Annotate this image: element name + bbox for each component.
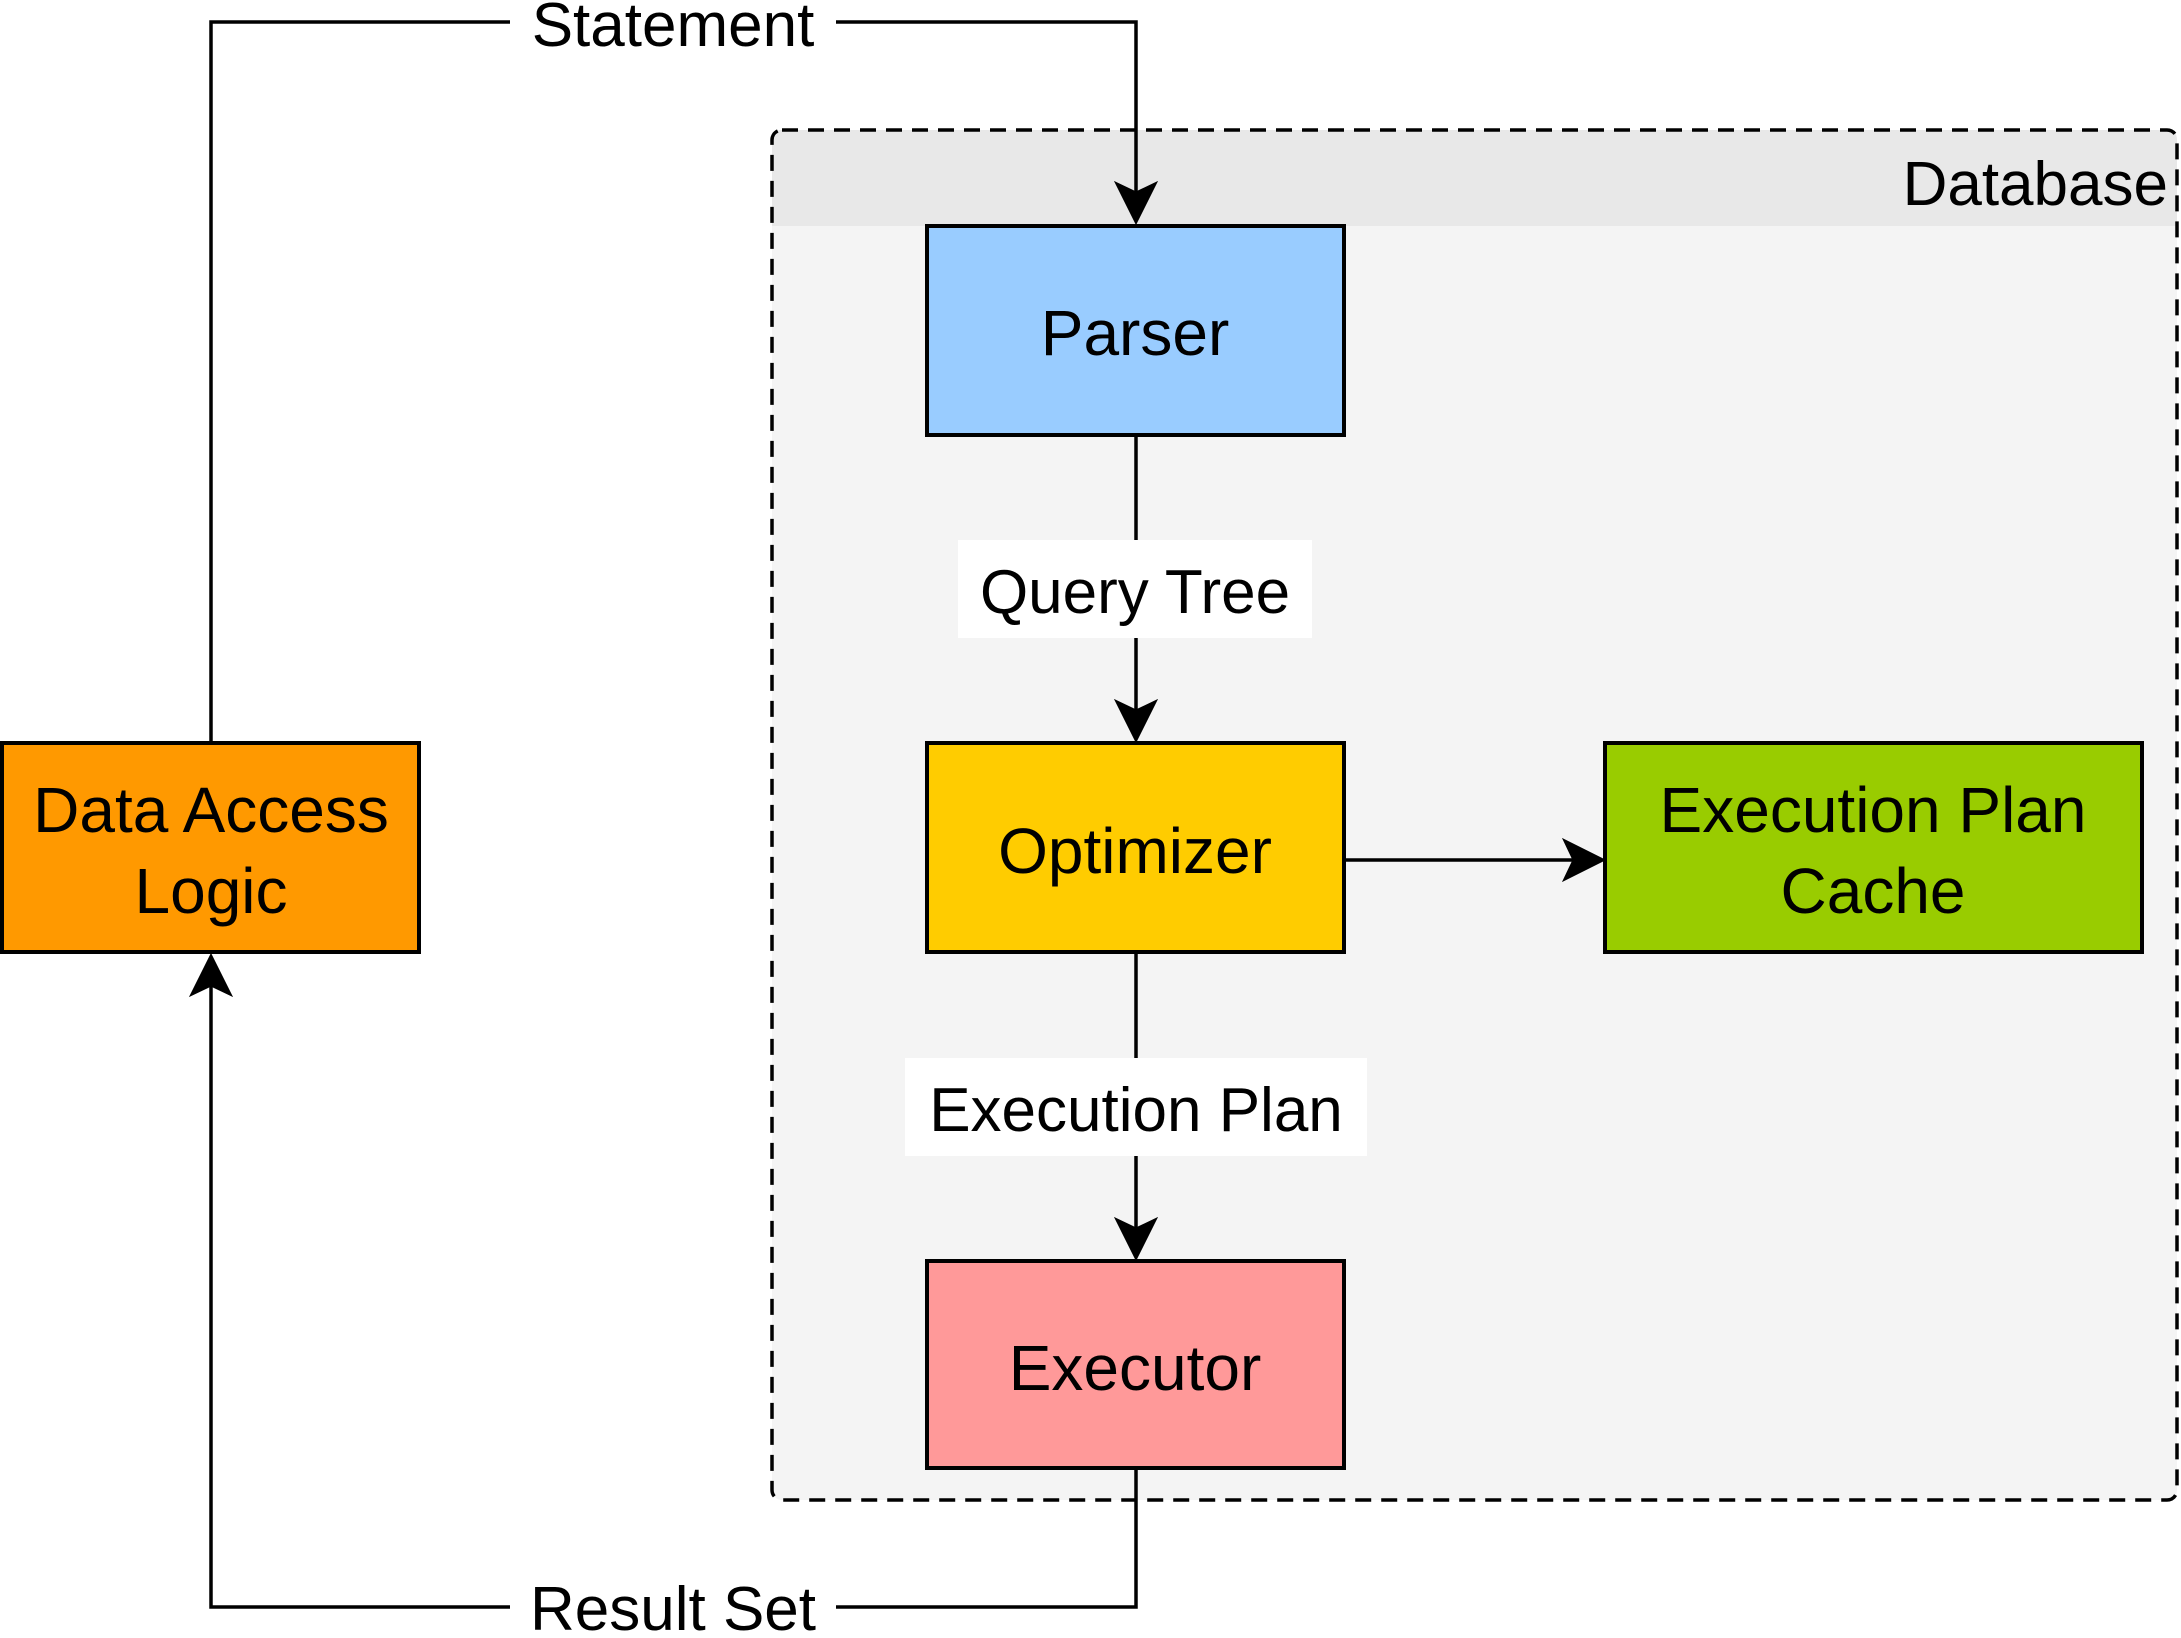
node-execution-plan-cache: Execution Plan Cache [1603, 741, 2144, 954]
node-data-access-logic-box [0, 741, 421, 954]
database-group-title: Database [1903, 150, 2168, 219]
edge-result-set-arrowhead [188, 952, 234, 998]
node-executor-box [925, 1259, 1346, 1470]
node-data-access-logic: Data Access Logic [0, 741, 421, 954]
database-group: Database [770, 128, 2179, 1502]
edge-query-tree-label: Query Tree [980, 558, 1290, 627]
edge-result-set-label: Result Set [530, 1575, 816, 1633]
edge-statement-label-bg [510, 0, 836, 52]
node-optimizer: Optimizer [925, 741, 1346, 954]
node-execution-plan-cache-label-line2: Cache [1781, 855, 1966, 927]
database-group-border [770, 128, 2179, 1502]
node-data-access-logic-label-line1: Data Access [33, 774, 389, 846]
node-data-access-logic-label-line2: Logic [135, 855, 288, 927]
node-execution-plan-cache-label-line1: Execution Plan [1660, 774, 2087, 846]
database-group-body [772, 130, 2177, 1500]
node-execution-plan-cache-box [1603, 741, 2144, 954]
edge-execution-plan-arrowhead [1113, 1216, 1159, 1262]
edge-query-tree: Query Tree [958, 436, 1312, 744]
edge-result-set-label-bg [510, 1581, 836, 1633]
database-group-header [772, 130, 2177, 226]
node-optimizer-label: Optimizer [998, 815, 1272, 887]
edge-optimizer-to-cache [1344, 837, 1607, 883]
edge-statement: Statement [209, 0, 1159, 742]
edge-execution-plan-label: Execution Plan [929, 1076, 1343, 1145]
node-parser-box [925, 224, 1346, 437]
edge-result-set: Result Set [188, 952, 1138, 1638]
node-optimizer-box [925, 741, 1346, 954]
edge-statement-arrowhead [1113, 180, 1159, 226]
node-executor: Executor [925, 1259, 1346, 1470]
edge-execution-plan: Execution Plan [905, 953, 1367, 1262]
node-parser: Parser [925, 224, 1346, 437]
edge-query-tree-label-bg [958, 540, 1312, 638]
node-executor-label: Executor [1009, 1332, 1262, 1404]
edge-query-tree-arrowhead [1113, 698, 1159, 744]
edge-execution-plan-label-bg [905, 1058, 1367, 1156]
edge-statement-label: Statement [532, 0, 815, 60]
node-parser-label: Parser [1041, 297, 1230, 369]
edge-optimizer-to-cache-arrowhead [1561, 837, 1607, 883]
